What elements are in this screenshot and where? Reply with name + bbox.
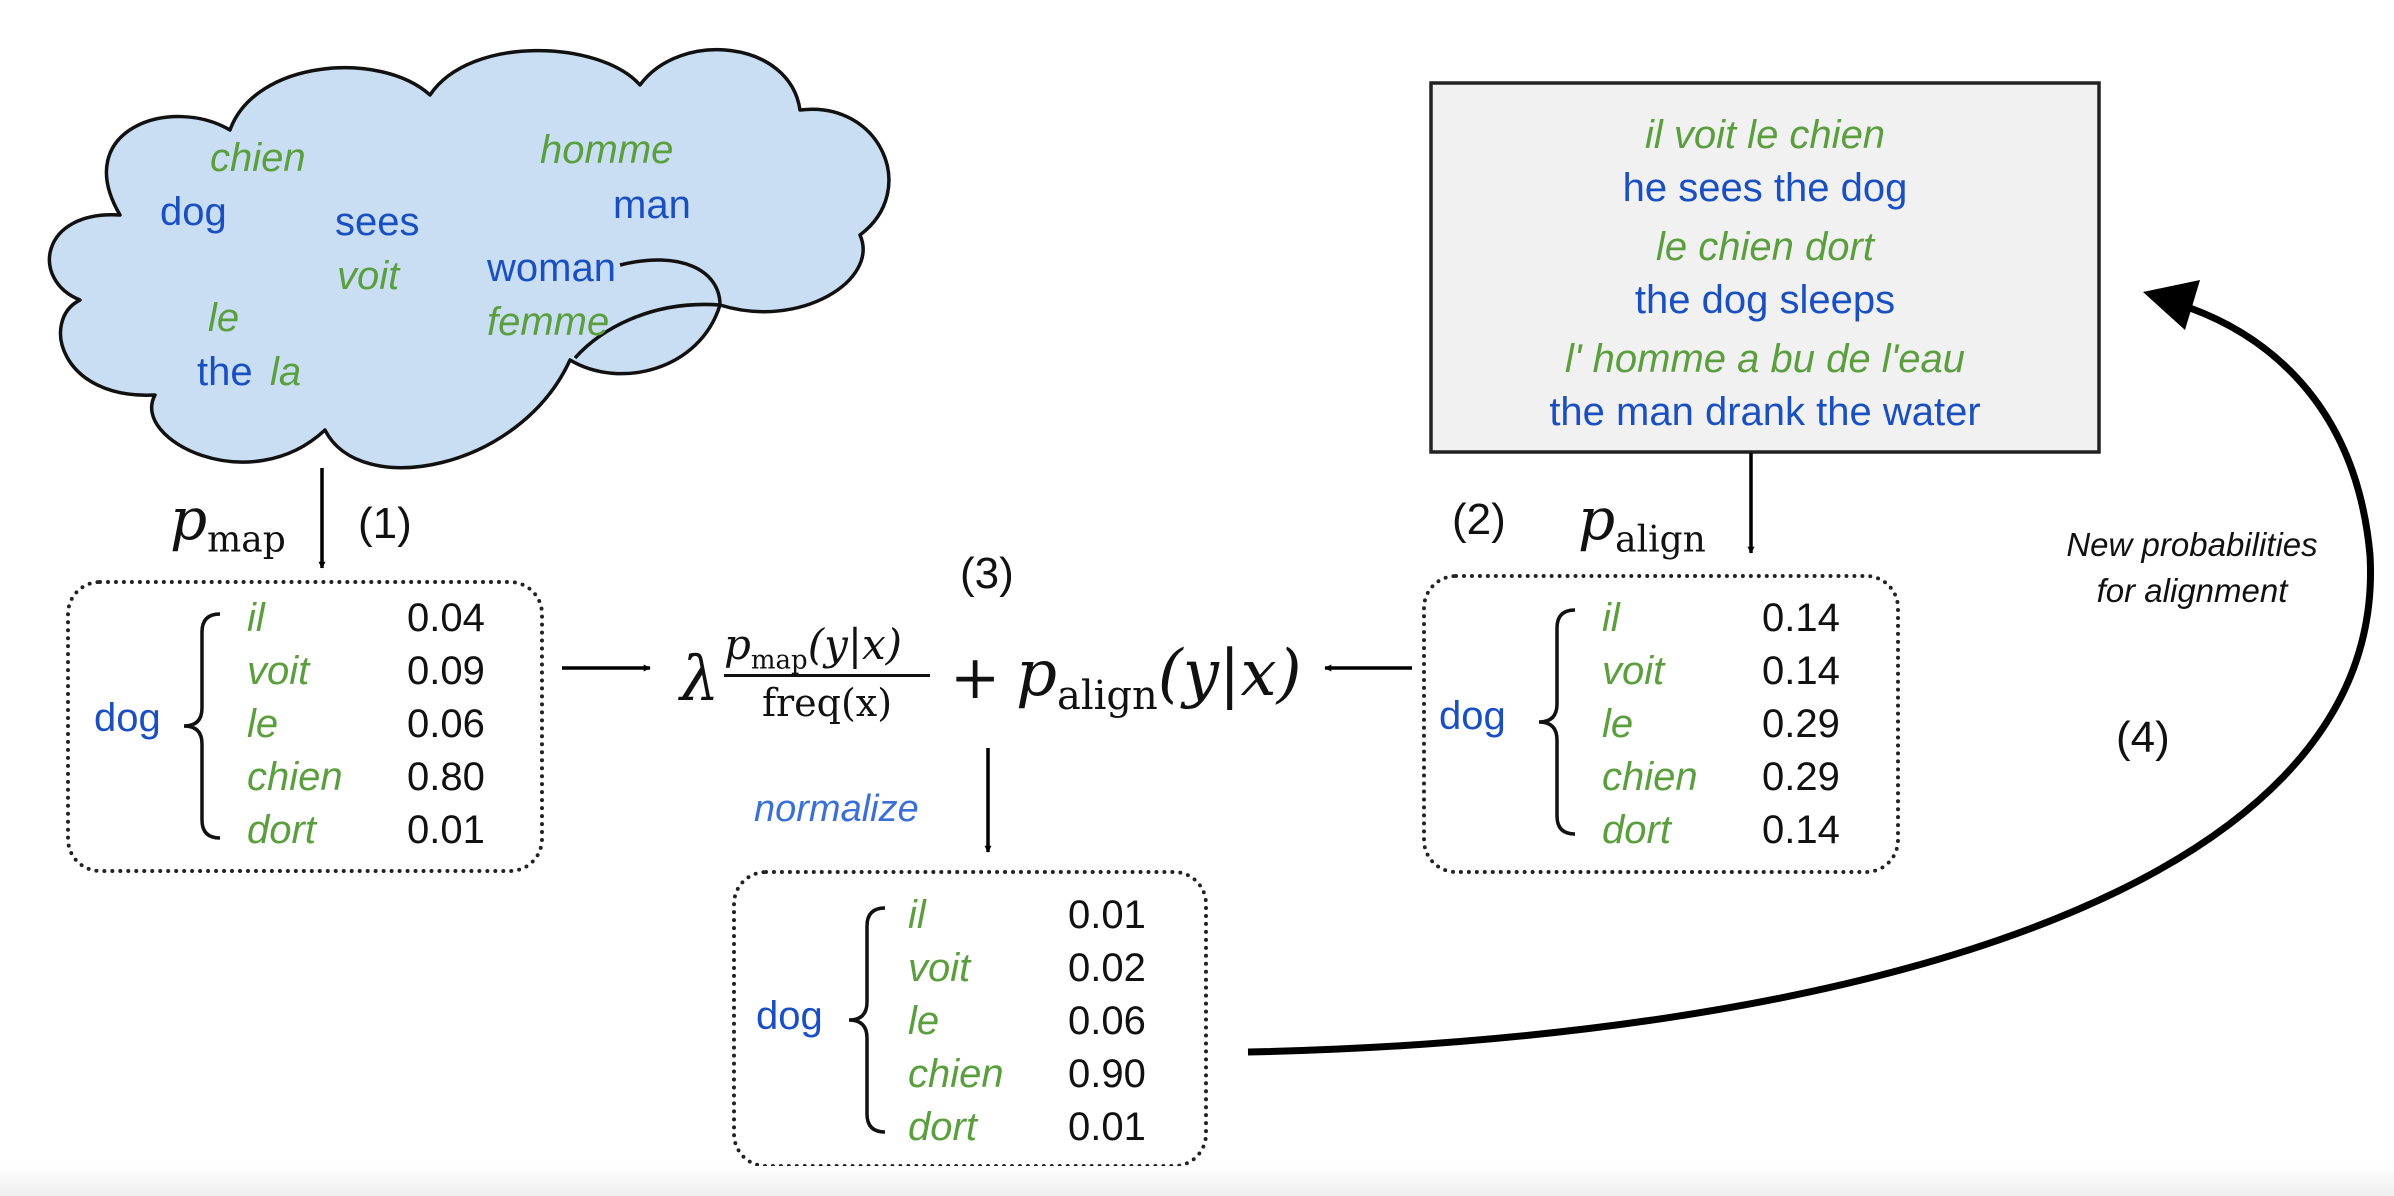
- map-row-prob: 0.06: [407, 702, 485, 746]
- corpus-line-2: he sees the dog: [1622, 166, 1908, 210]
- map-probability-box: [66, 580, 544, 873]
- cloud-word-le: le: [208, 296, 240, 340]
- corpus-box: [1429, 81, 2101, 454]
- normalized-row-word: il: [908, 893, 926, 937]
- cloud-word-la: la: [270, 350, 302, 394]
- corpus-line-1: il voit le chien: [1644, 113, 1886, 157]
- normalized-row-word: dort: [908, 1105, 977, 1149]
- word-cloud-shape: [47, 47, 891, 470]
- map-row-word: voit: [247, 649, 310, 693]
- corpus-line-6: the man drank the water: [1549, 390, 1981, 434]
- p-map-label: pmap: [170, 485, 286, 561]
- cloud-word-dog: dog: [160, 190, 227, 234]
- align-row-word: voit: [1602, 649, 1665, 693]
- align-source-word: dog: [1439, 694, 1506, 738]
- normalized-row-word: chien: [908, 1052, 1004, 1096]
- corpus-line-4: the dog sleeps: [1634, 278, 1896, 322]
- normalized-row-word: voit: [908, 946, 971, 990]
- align-row-prob: 0.14: [1762, 808, 1840, 852]
- normalized-row-prob: 0.06: [1068, 999, 1146, 1043]
- align-row-word: dort: [1602, 808, 1671, 852]
- cloud-word-voit: voit: [337, 254, 400, 298]
- align-row-prob: 0.14: [1762, 649, 1840, 693]
- formula-numerator: pmap(y|x): [724, 620, 903, 676]
- normalized-row-prob: 0.01: [1068, 893, 1146, 937]
- align-row-prob: 0.14: [1762, 596, 1840, 640]
- align-probability-box: [1422, 574, 1900, 874]
- corpus-line-5: l' homme a bu de l'eau: [1565, 337, 1965, 381]
- normalized-row-word: le: [908, 999, 940, 1043]
- p-align-label: palign: [1578, 485, 1706, 561]
- new-probabilities-label-line1: New probabilities: [2066, 526, 2318, 563]
- normalized-row-prob: 0.02: [1068, 946, 1146, 990]
- normalize-label: normalize: [754, 788, 919, 830]
- normalized-brace: [848, 906, 886, 1134]
- formula-denominator: freq(x): [761, 681, 893, 725]
- align-row-word: il: [1602, 596, 1620, 640]
- step-3-label: (3): [960, 549, 1014, 598]
- map-row-prob: 0.09: [407, 649, 485, 693]
- normalized-row-prob: 0.90: [1068, 1052, 1146, 1096]
- cloud-word-chien: chien: [210, 136, 306, 180]
- map-row-word: le: [247, 702, 279, 746]
- map-row-prob: 0.04: [407, 596, 485, 640]
- step-2-label: (2): [1452, 495, 1506, 544]
- map-row-prob: 0.80: [407, 755, 485, 799]
- map-row-word: dort: [247, 808, 316, 852]
- align-row-prob: 0.29: [1762, 755, 1840, 799]
- formula-p-align: palign(y|x): [1016, 637, 1302, 719]
- step-1-label: (1): [358, 499, 412, 548]
- formula-plus: +: [950, 643, 1001, 713]
- normalized-source-word: dog: [756, 994, 823, 1038]
- new-probabilities-label-line2: for alignment: [2096, 572, 2288, 609]
- bottom-shadow-strip: [0, 1166, 2394, 1196]
- map-row-word: chien: [247, 755, 343, 799]
- align-brace: [1538, 608, 1576, 836]
- map-brace: [183, 612, 221, 840]
- cloud-word-femme: femme: [487, 300, 610, 344]
- cloud-word-the: the: [197, 350, 253, 394]
- arrow-feedback-curve: [1247, 304, 2374, 1056]
- align-row-prob: 0.29: [1762, 702, 1840, 746]
- formula-fraction-bar: [724, 674, 930, 677]
- cloud-word-homme: homme: [540, 128, 674, 172]
- align-row-word: chien: [1602, 755, 1698, 799]
- normalized-row-prob: 0.01: [1068, 1105, 1146, 1149]
- formula-lambda: λ: [680, 642, 720, 715]
- cloud-word-woman: woman: [487, 246, 616, 290]
- map-row-prob: 0.01: [407, 808, 485, 852]
- align-row-word: le: [1602, 702, 1634, 746]
- arrow-feedback-head: [2143, 280, 2200, 330]
- cloud-word-sees: sees: [335, 200, 420, 244]
- step-4-label: (4): [2116, 713, 2170, 762]
- cloud-word-man: man: [613, 183, 691, 227]
- corpus-line-3: le chien dort: [1656, 225, 1874, 269]
- map-source-word: dog: [94, 696, 161, 740]
- map-row-word: il: [247, 596, 265, 640]
